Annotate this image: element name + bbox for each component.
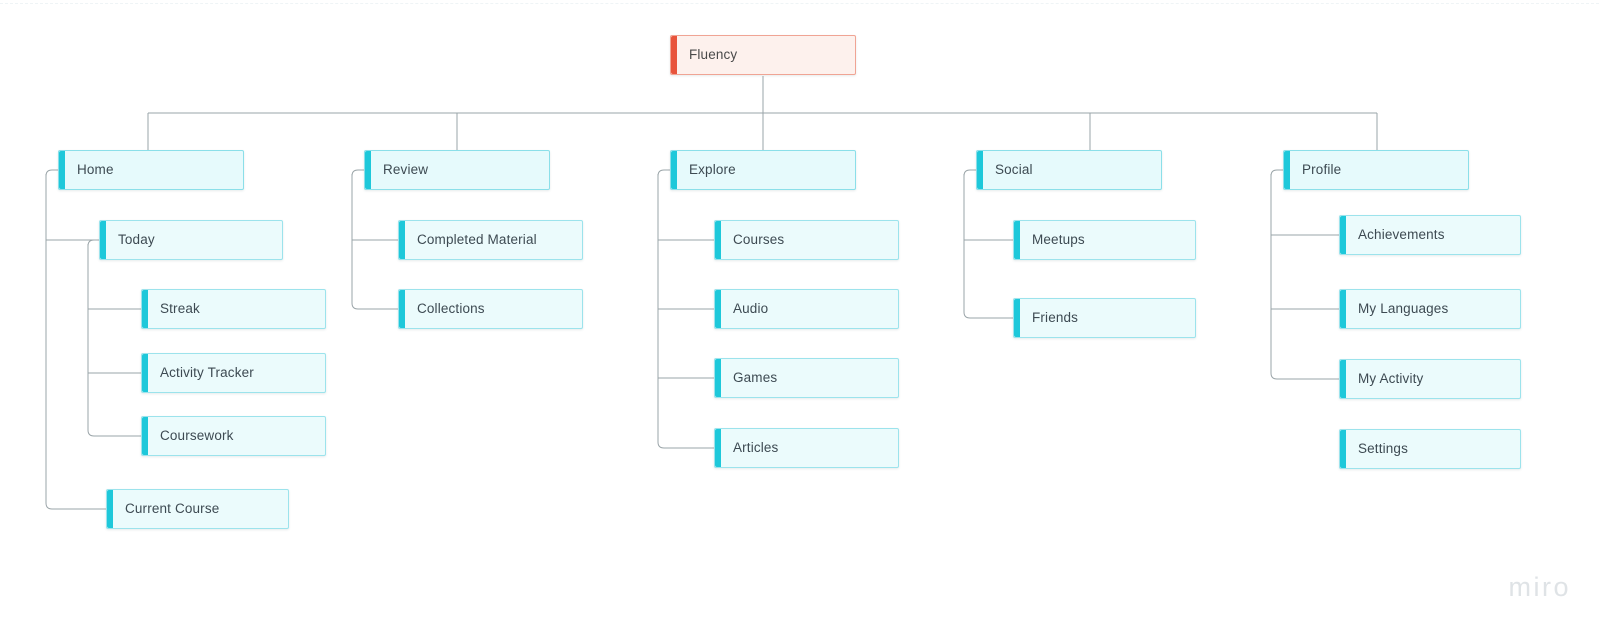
sitemap-node-meetups[interactable]: Meetups [1013,220,1196,260]
canvas-top-edge-artifact [0,3,1599,5]
sitemap-node-today[interactable]: Today [99,220,283,260]
node-label: Fluency [689,46,738,62]
node-label: Explore [689,161,736,177]
node-accent-bar [365,151,371,189]
connector-branch-today-2 [87,429,141,437]
sitemap-node-collections[interactable]: Collections [398,289,583,329]
node-label: Home [77,161,114,177]
sitemap-node-completed-material[interactable]: Completed Material [398,220,583,260]
node-label: Collections [417,300,485,316]
node-label: Settings [1358,440,1408,456]
connector-branch-home-1 [45,502,106,510]
sitemap-node-audio[interactable]: Audio [714,289,899,329]
sitemap-node-profile[interactable]: Profile [1283,150,1469,190]
connector-branch-review-1 [351,302,398,310]
sitemap-node-activity-tracker[interactable]: Activity Tracker [141,353,326,393]
node-label: Games [733,369,778,385]
node-label: Profile [1302,161,1342,177]
node-label: My Activity [1358,370,1424,386]
node-accent-bar [715,221,721,259]
node-label: My Languages [1358,300,1449,316]
node-accent-bar [977,151,983,189]
node-label: Streak [160,300,200,316]
node-label: Today [118,231,155,247]
sitemap-node-coursework[interactable]: Coursework [141,416,326,456]
node-accent-bar [715,429,721,467]
sitemap-node-streak[interactable]: Streak [141,289,326,329]
miro-watermark: miro [1508,572,1571,602]
sitemap-node-achievements[interactable]: Achievements [1339,215,1521,255]
connector-branch-explore-3 [657,441,714,449]
node-label: Courses [733,231,785,247]
node-accent-bar [715,290,721,328]
sitemap-node-articles[interactable]: Articles [714,428,899,468]
node-accent-bar [1014,221,1020,259]
sitemap-node-home[interactable]: Home [58,150,244,190]
node-label: Completed Material [417,231,537,247]
node-label: Audio [733,300,769,316]
sitemap-node-my-languages[interactable]: My Languages [1339,289,1521,329]
sitemap-node-current-course[interactable]: Current Course [106,489,289,529]
sitemap-node-my-activity[interactable]: My Activity [1339,359,1521,399]
sitemap-node-settings[interactable]: Settings [1339,429,1521,469]
sitemap-node-review[interactable]: Review [364,150,550,190]
node-accent-bar [142,354,148,392]
node-label: Social [995,161,1033,177]
node-label: Achievements [1358,226,1445,242]
node-label: Review [383,161,429,177]
node-accent-bar [142,290,148,328]
connector-branch-social-1 [963,311,1013,319]
node-accent-bar [1340,216,1346,254]
node-accent-bar [59,151,65,189]
node-accent-bar [100,221,106,259]
node-label: Current Course [125,500,220,516]
connector-branch-profile-2 [1270,372,1339,380]
sitemap-node-friends[interactable]: Friends [1013,298,1196,338]
sitemap-node-fluency[interactable]: Fluency [670,35,856,75]
node-accent-bar [1340,290,1346,328]
node-label: Activity Tracker [160,364,254,380]
node-label: Meetups [1032,231,1085,247]
node-accent-bar [107,490,113,528]
node-accent-bar [671,151,677,189]
node-accent-bar [1340,430,1346,468]
node-label: Coursework [160,427,234,443]
node-accent-bar [1014,299,1020,337]
node-label: Articles [733,439,779,455]
node-label: Friends [1032,309,1079,325]
node-accent-bar [715,359,721,397]
sitemap-node-courses[interactable]: Courses [714,220,899,260]
sitemap-node-games[interactable]: Games [714,358,899,398]
sitemap-node-social[interactable]: Social [976,150,1162,190]
node-accent-bar [399,221,405,259]
node-accent-bar [142,417,148,455]
sitemap-node-explore[interactable]: Explore [670,150,856,190]
node-accent-bar [399,290,405,328]
node-accent-bar [1284,151,1290,189]
node-accent-bar [1340,360,1346,398]
node-accent-bar [671,36,677,74]
